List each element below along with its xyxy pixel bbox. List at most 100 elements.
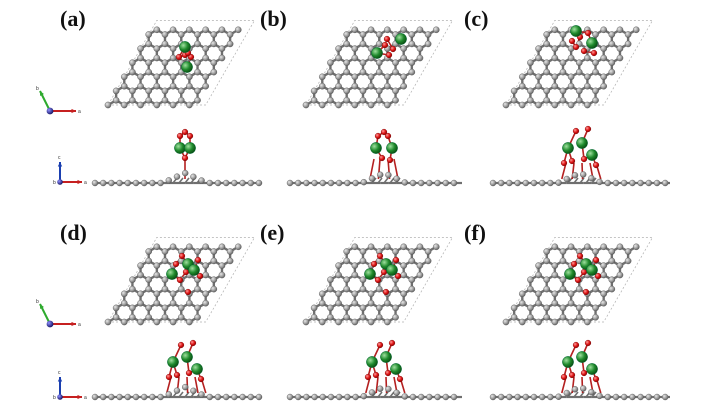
carbon-atom bbox=[510, 87, 518, 95]
carbon-atom bbox=[226, 257, 234, 265]
carbon-atom-side bbox=[311, 179, 318, 187]
carbon-atom bbox=[351, 290, 359, 298]
carbon-atom-side bbox=[514, 179, 521, 187]
oxygen-atom bbox=[196, 272, 204, 280]
carbon-atom bbox=[400, 82, 407, 90]
carbon-atom-side bbox=[352, 179, 359, 187]
carbon-atom bbox=[177, 97, 185, 104]
carbon-atom bbox=[584, 73, 591, 81]
carbon-atom-side bbox=[514, 393, 521, 401]
carbon-atom bbox=[551, 262, 559, 269]
carbon-atom bbox=[210, 40, 218, 48]
carbon-atom bbox=[327, 97, 334, 104]
carbon-atom-side bbox=[140, 393, 148, 401]
oxygen-atom bbox=[176, 132, 184, 140]
carbon-atom bbox=[120, 82, 128, 90]
platinum-atom bbox=[586, 363, 598, 375]
carbon-atom bbox=[226, 248, 234, 255]
carbon-atom bbox=[343, 31, 351, 38]
axis-a-arrow bbox=[50, 108, 76, 114]
carbon-atom bbox=[551, 26, 559, 34]
carbon-atom bbox=[535, 82, 542, 90]
carbon-atom bbox=[202, 26, 209, 34]
carbon-atom bbox=[318, 73, 326, 81]
carbon-atom bbox=[408, 248, 416, 255]
carbon-atom bbox=[608, 68, 616, 76]
carbon-atom-side bbox=[360, 392, 367, 400]
slab-distortion bbox=[567, 177, 573, 184]
carbon-atom bbox=[384, 243, 391, 251]
carbon-atom bbox=[318, 101, 326, 109]
carbon-atom bbox=[351, 82, 359, 90]
oxygen-atom bbox=[370, 260, 378, 268]
axis-origin-side bbox=[57, 179, 63, 185]
carbon-atom bbox=[145, 313, 153, 321]
oxygen-atom bbox=[385, 51, 393, 59]
carbon-atom bbox=[535, 299, 542, 307]
oxygen-atom bbox=[576, 252, 584, 260]
carbon-atom-side bbox=[498, 179, 505, 187]
carbon-atom-side bbox=[190, 173, 197, 181]
carbon-atom bbox=[367, 243, 375, 251]
oxygen-atom bbox=[389, 45, 397, 53]
carbon-atom bbox=[600, 73, 607, 81]
carbon-atom bbox=[327, 285, 334, 293]
carbon-atom bbox=[567, 243, 575, 251]
carbon-atom bbox=[592, 31, 599, 38]
carbon-atom-side bbox=[319, 179, 326, 187]
carbon-atom bbox=[177, 304, 185, 312]
carbon-atom bbox=[335, 73, 342, 81]
carbon-atom bbox=[145, 276, 153, 284]
oxygen-atom bbox=[380, 128, 388, 136]
carbon-atom bbox=[302, 101, 310, 109]
carbon-atom bbox=[186, 73, 193, 81]
carbon-atom-side bbox=[124, 393, 132, 401]
carbon-atom bbox=[416, 262, 424, 269]
carbon-atom bbox=[567, 299, 575, 307]
carbon-atom bbox=[343, 68, 351, 76]
carbon-atom bbox=[567, 54, 575, 62]
oxygen-atom bbox=[194, 256, 202, 264]
carbon-atom bbox=[535, 290, 542, 298]
carbon-atom bbox=[145, 257, 153, 265]
carbon-atom bbox=[527, 97, 534, 104]
platinum-atom bbox=[562, 142, 574, 154]
carbon-atom bbox=[559, 31, 567, 38]
carbon-atom bbox=[559, 59, 567, 67]
platinum-atom bbox=[586, 149, 598, 161]
carbon-atom bbox=[384, 318, 391, 326]
carbon-atom bbox=[327, 59, 334, 67]
carbon-atom bbox=[343, 87, 351, 95]
carbon-atom bbox=[335, 45, 342, 52]
carbon-atom bbox=[432, 26, 440, 34]
carbon-atom-side bbox=[588, 388, 595, 396]
carbon-atom bbox=[104, 101, 112, 109]
carbon-atom bbox=[335, 101, 342, 109]
carbon-atom-side bbox=[434, 393, 441, 401]
carbon-atom bbox=[375, 97, 383, 104]
carbon-atom-side bbox=[442, 179, 449, 187]
carbon-atom-side bbox=[409, 393, 417, 401]
carbon-atom bbox=[153, 82, 161, 90]
carbon-atom bbox=[608, 248, 616, 255]
carbon-atom bbox=[137, 290, 144, 298]
carbon-atom bbox=[351, 54, 359, 62]
carbon-atom bbox=[194, 285, 201, 293]
carbon-atom bbox=[335, 54, 342, 62]
carbon-atom bbox=[408, 285, 416, 293]
carbon-atom bbox=[592, 248, 599, 255]
carbon-atom bbox=[169, 26, 177, 34]
carbon-atom-side bbox=[629, 179, 636, 187]
platinum-atom bbox=[181, 351, 193, 363]
carbon-atom bbox=[608, 257, 616, 265]
carbon-atom bbox=[575, 97, 583, 104]
platinum-atom bbox=[174, 142, 186, 154]
panel-label-e: (e) bbox=[260, 220, 285, 245]
platinum-atom bbox=[586, 37, 598, 49]
axis-a-letter-side: a bbox=[84, 180, 87, 186]
axis-c-arrow bbox=[57, 377, 63, 397]
carbon-atom-side bbox=[360, 178, 367, 186]
carbon-atom bbox=[153, 243, 161, 251]
carbon-atom bbox=[559, 87, 567, 95]
carbon-atom bbox=[367, 82, 375, 90]
